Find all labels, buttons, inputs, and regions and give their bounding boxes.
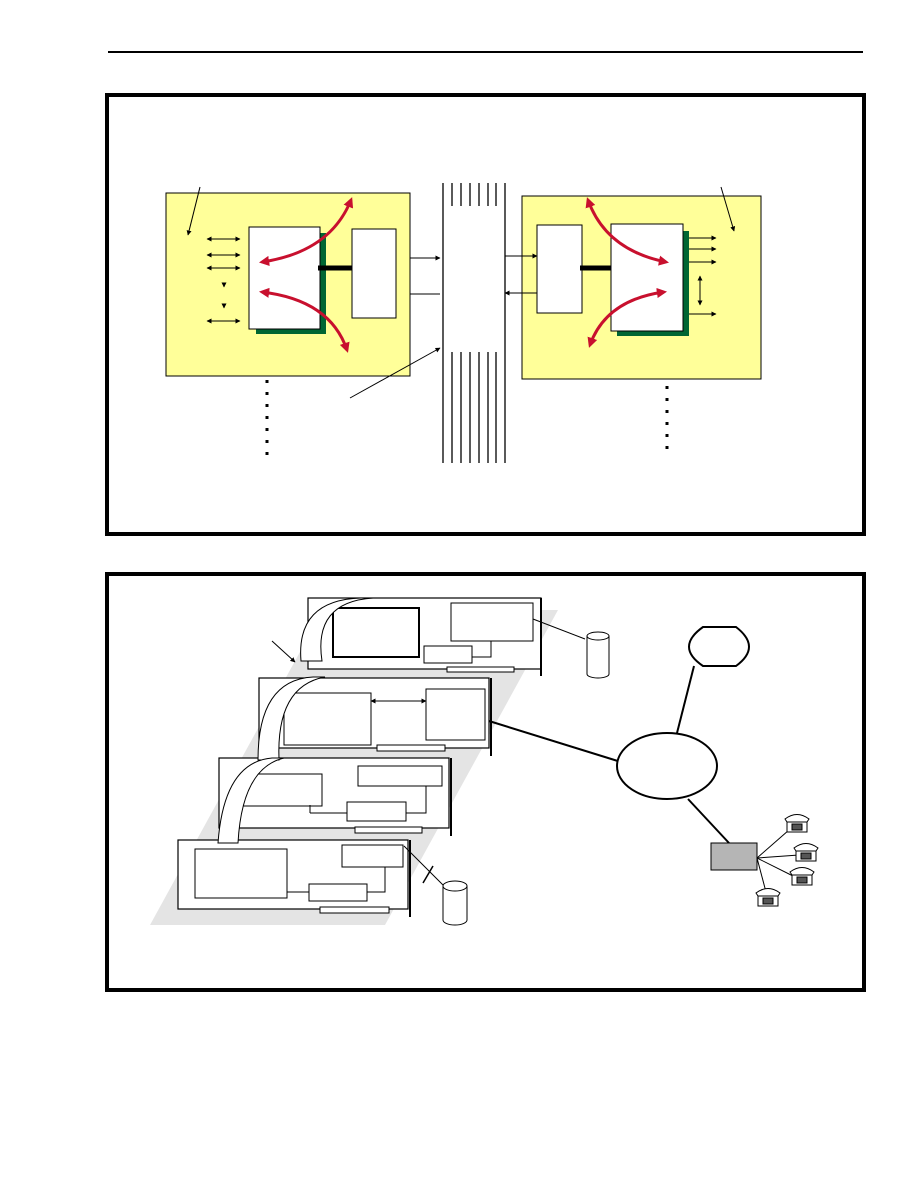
right-processor-card — [610, 223, 684, 332]
board-1-large-chip — [332, 607, 420, 658]
board-1-module — [450, 602, 534, 642]
board-2-edge-connector — [376, 744, 446, 752]
left-signal-arrows — [206, 236, 241, 324]
board-4-small-chip — [308, 883, 368, 902]
left-processor-card — [248, 226, 321, 330]
telephone-icon — [793, 843, 819, 862]
bus-lines-bottom — [451, 352, 497, 463]
left-panel-pointer — [186, 186, 201, 236]
telephone-icon — [784, 814, 810, 833]
curved-double-arrow-icon — [258, 197, 354, 267]
board-4-module — [341, 844, 404, 868]
bus-pointer — [349, 347, 441, 399]
board-2-large-chip — [283, 692, 372, 746]
board-2-module — [425, 688, 486, 741]
telephone-sets — [755, 814, 819, 907]
board-4-edge-connector — [319, 906, 390, 914]
right-interface-module — [536, 224, 583, 314]
system-board-3 — [218, 757, 452, 836]
board-3-edge-connector — [354, 826, 423, 834]
cable-pointer — [271, 640, 296, 663]
board-1-small-chip — [423, 645, 473, 664]
telephone-icon — [755, 888, 781, 907]
ribbon-cables — [217, 597, 374, 844]
right-board-panel — [504, 186, 762, 456]
board-4-large-chip — [194, 848, 288, 899]
board-1-edge-connector — [446, 666, 515, 673]
curved-double-arrow-icon — [258, 287, 350, 353]
right-signal-arrows — [689, 235, 717, 317]
right-panel-pointer — [720, 186, 736, 232]
disk-cylinder-icon — [442, 880, 468, 926]
left-interface-module — [351, 228, 397, 319]
system-board-1 — [307, 597, 586, 676]
board-3-module — [357, 765, 443, 787]
telephone-icon — [789, 867, 815, 886]
network-cloud-icon — [688, 626, 750, 667]
disk-cylinder-icon — [586, 631, 610, 679]
network-elements — [488, 626, 800, 893]
curved-double-arrow-icon — [585, 197, 670, 266]
board-3-large-chip — [241, 773, 323, 807]
bus-lines-top — [442, 183, 506, 463]
telephony-switch — [710, 842, 758, 871]
board-3-small-chip — [346, 801, 407, 822]
bus-backplane — [349, 183, 506, 463]
network-hub — [616, 732, 718, 800]
left-flow-arrows — [258, 197, 354, 353]
right-flow-arrows — [585, 197, 670, 348]
curved-double-arrow-icon — [587, 287, 668, 348]
left-board-panel — [165, 186, 441, 456]
system-board-4 — [177, 839, 452, 917]
